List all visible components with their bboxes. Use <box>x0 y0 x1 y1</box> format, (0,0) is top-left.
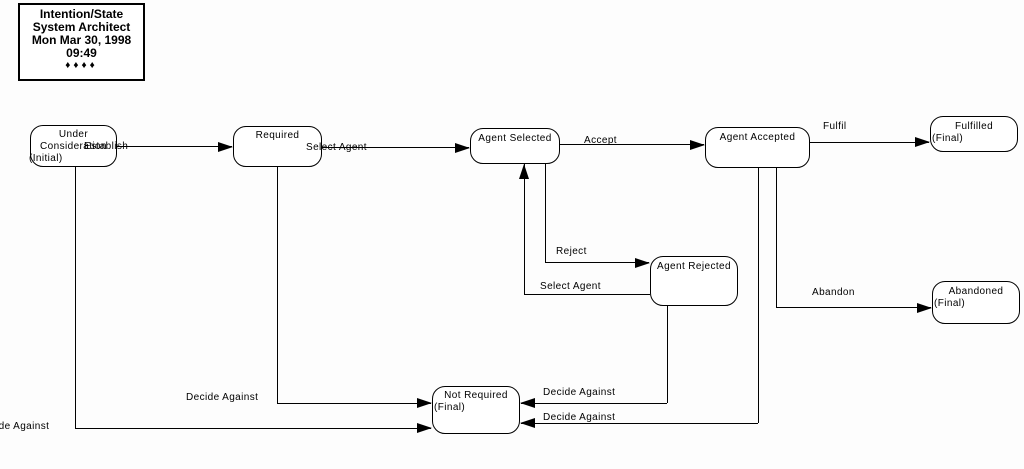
state-under-consideration[interactable]: Under Consideration (Initial) <box>29 125 117 167</box>
state-qualifier: (Initial) <box>29 153 63 164</box>
transition-line-abandon-horizontal <box>776 307 931 308</box>
transition-label-fulfil[interactable]: Fulfil <box>823 121 847 132</box>
diagram-date: Mon Mar 30, 1998 <box>31 33 132 47</box>
transition-label-reject[interactable]: Reject <box>556 246 587 257</box>
transition-label-select-agent[interactable]: Select Agent <box>306 142 367 153</box>
transition-line-establish <box>117 146 232 147</box>
state-label: Abandoned <box>948 286 1004 297</box>
transition-line-abandon-vertical <box>776 168 777 307</box>
diagram-info-box: Intention/State System Architect Mon Mar… <box>18 3 145 81</box>
state-fulfilled[interactable]: Fulfilled (Final) <box>930 116 1018 152</box>
transition-line-select-agent-retry-horizontal <box>524 294 650 295</box>
transition-line-decide-against-required-horizontal <box>277 403 431 404</box>
state-label: Not Required <box>444 390 508 401</box>
state-required[interactable]: Required <box>233 126 322 167</box>
tool-name: System Architect <box>32 20 131 34</box>
diagram-time: 09:49 <box>66 46 97 60</box>
transition-line-decide-against-rejected-horizontal <box>521 403 667 404</box>
arrowhead-icon <box>519 164 529 179</box>
transition-label-select-agent-retry[interactable]: Select Agent <box>540 281 601 292</box>
arrowhead-icon <box>417 398 432 408</box>
arrowhead-icon <box>690 140 705 150</box>
transition-label-decide-against-required[interactable]: Decide Against <box>186 392 259 403</box>
state-agent-selected[interactable]: Agent Selected <box>470 128 560 164</box>
transition-label-decide-against-initial[interactable]: Decide Against <box>0 421 50 432</box>
state-qualifier: (Final) <box>934 298 966 309</box>
state-label: Agent Rejected <box>657 261 731 272</box>
arrowhead-icon <box>520 418 535 428</box>
arrowhead-icon <box>417 423 432 433</box>
state-qualifier: (Final) <box>434 402 466 413</box>
transition-label-establish[interactable]: Establish <box>84 141 129 152</box>
state-label: Agent Selected <box>478 133 552 144</box>
diagram-title: Intention/State <box>39 7 124 21</box>
arrowhead-icon <box>915 137 930 147</box>
transition-line-decide-against-initial-horizontal <box>75 428 431 429</box>
transition-label-decide-against-accepted[interactable]: Decide Against <box>543 412 616 423</box>
arrowhead-icon <box>917 303 932 313</box>
transition-line-select-agent-retry-vertical <box>524 164 525 295</box>
arrowhead-icon <box>218 142 233 152</box>
transition-line-select-agent <box>322 147 469 148</box>
transition-label-abandon[interactable]: Abandon <box>812 287 855 298</box>
transition-line-reject-vertical <box>545 164 546 262</box>
transition-line-accept <box>560 144 704 145</box>
transition-line-fulfil <box>810 142 929 143</box>
transition-label-decide-against-rejected[interactable]: Decide Against <box>543 387 616 398</box>
transition-line-decide-against-required-vertical <box>277 167 278 403</box>
state-qualifier: (Final) <box>932 133 964 144</box>
transition-line-decide-against-accepted-horizontal <box>521 423 758 424</box>
arrowhead-icon <box>635 258 650 268</box>
transition-line-decide-against-accepted-vertical <box>758 168 759 423</box>
state-not-required[interactable]: Not Required (Final) <box>432 386 520 434</box>
transition-line-reject-horizontal <box>545 262 649 263</box>
state-label: Fulfilled <box>954 121 994 132</box>
arrowhead-icon <box>520 398 535 408</box>
state-label: Required <box>255 130 300 141</box>
state-agent-rejected[interactable]: Agent Rejected <box>650 256 738 306</box>
state-label: Agent Accepted <box>719 132 796 143</box>
transition-label-accept[interactable]: Accept <box>584 135 617 146</box>
transition-line-decide-against-initial-vertical <box>75 167 76 428</box>
state-abandoned[interactable]: Abandoned (Final) <box>932 281 1020 324</box>
arrowhead-icon <box>455 143 470 153</box>
state-agent-accepted[interactable]: Agent Accepted <box>705 127 810 168</box>
diamond-icons: ♦♦♦♦ <box>65 60 98 71</box>
transition-line-decide-against-rejected-vertical <box>667 306 668 403</box>
state-label: Under Consideration <box>40 129 107 152</box>
